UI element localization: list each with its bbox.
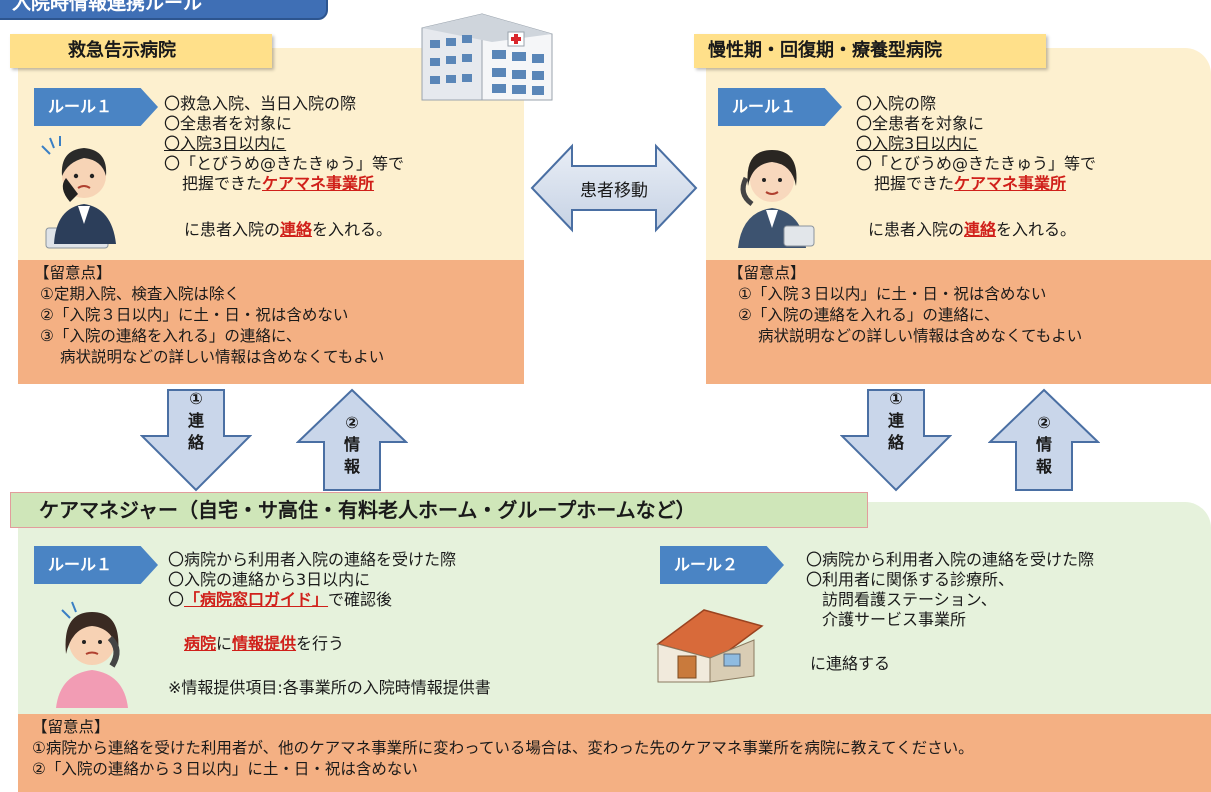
chronic-rule1-text: 〇入院の際 〇全患者を対象に 〇入院3日以内に 〇「とびうめ@きたきゅう」等で … <box>856 94 1097 239</box>
contact-down-arrow-right <box>840 389 952 492</box>
emergency-rule1-text: 〇救急入院、当日入院の際 〇全患者を対象に 〇入院3日以内に 〇「とびうめ@きた… <box>164 94 405 239</box>
chronic-rule-line: 〇全患者を対象に <box>856 114 985 133</box>
page-title-tab: 入院時情報連携ルール <box>0 0 328 20</box>
caremanager-panel <box>18 502 1211 714</box>
care-rule-line: 〇入院の連絡から3日以内に <box>168 570 371 589</box>
caremanager-notes-box: 【留意点】 ①病院から連絡を受けた利用者が、他のケアマネ事業所に変わっている場合… <box>18 714 1211 792</box>
note-header: 【留意点】 <box>32 718 110 736</box>
emergency-rule-line: 〇入院3日以内に <box>164 134 287 153</box>
care-rule-line: 〇病院から利用者入院の連絡を受けた際 <box>168 550 457 569</box>
emergency-hospital-label: 救急告示病院 <box>10 34 272 68</box>
emergency-notes-box: 【留意点】 ①定期入院、検査入院は除く ②「入院３日以内」に土・日・祝は含めない… <box>18 260 524 384</box>
care-office-highlight: ケアマネ事業所 <box>954 174 1067 193</box>
caremanager-rule1-text: 〇病院から利用者入院の連絡を受けた際 〇入院の連絡から3日以内に 〇「病院窓口ガ… <box>168 550 491 697</box>
emergency-rule-line: 〇全患者を対象に <box>164 114 293 133</box>
note-line: 病状説明などの詳しい情報は含めなくてもよい <box>758 327 1083 345</box>
hospital-building-icon <box>421 13 553 101</box>
caremanager-rule1-tag: ルール１ <box>34 546 158 584</box>
note-line: ③「入院の連絡を入れる」の連絡に、 <box>40 327 302 345</box>
care-office-highlight: ケアマネ事業所 <box>262 174 375 193</box>
note-header: 【留意点】 <box>34 264 112 282</box>
patient-transfer-label: 患者移動 <box>580 181 648 201</box>
note-line: 病状説明などの詳しい情報は含めなくてもよい <box>60 348 385 366</box>
chronic-rule-line: 〇入院の際 <box>856 94 937 113</box>
hospital-guide-highlight: 「病院窓口ガイド」 <box>184 590 329 609</box>
chronic-rule1-tag: ルール１ <box>718 88 842 126</box>
caremanager-rule2-text: 〇病院から利用者入院の連絡を受けた際 〇利用者に関係する診療所、 訪問看護ステー… <box>806 550 1094 674</box>
info-up-arrow-left <box>296 388 408 491</box>
info-up-arrow-right <box>988 388 1100 491</box>
care-rule-footnote: ※情報提供項目:各事業所の入院時情報提供書 <box>168 678 491 697</box>
care-rule2-line: 〇利用者に関係する診療所、 <box>806 570 1015 589</box>
page-title: 入院時情報連携ルール <box>12 0 203 14</box>
receptionist-on-phone-icon <box>738 150 815 248</box>
contact-highlight: 連絡 <box>964 220 997 239</box>
hospital-highlight: 病院 <box>184 634 217 653</box>
emergency-rule1-tag: ルール１ <box>34 88 158 126</box>
house-icon <box>656 609 764 683</box>
caremanager-rule2-tag: ルール２ <box>660 546 784 584</box>
staff-on-phone-icon <box>41 136 116 249</box>
patient-transfer-arrow <box>530 143 698 233</box>
emergency-rule-line: 〇救急入院、当日入院の際 <box>164 94 357 113</box>
contact-highlight: 連絡 <box>280 220 313 239</box>
note-line: ①病院から連絡を受けた利用者が、他のケアマネ事業所に変わっている場合は、変わった… <box>32 739 974 757</box>
chronic-rule-line: 〇「とびうめ@きたきゅう」等で <box>856 154 1097 173</box>
info-provision-highlight: 情報提供 <box>232 634 297 653</box>
note-line: ①定期入院、検査入院は除く <box>40 285 240 303</box>
note-line: ①「入院３日以内」に土・日・祝は含めない <box>738 285 1047 303</box>
note-line: ②「入院の連絡を入れる」の連絡に、 <box>738 306 1000 324</box>
note-line: ②「入院３日以内」に土・日・祝は含めない <box>40 306 349 324</box>
emergency-rule-line: 〇「とびうめ@きたきゅう」等で <box>164 154 405 173</box>
chronic-hospital-label: 慢性期・回復期・療養型病院 <box>694 34 1046 68</box>
care-rule2-line: 介護サービス事業所 <box>822 610 967 629</box>
note-line: ②「入院の連絡から３日以内」に土・日・祝は含めない <box>32 760 418 778</box>
note-header: 【留意点】 <box>728 264 806 282</box>
chronic-rule-line: 〇入院3日以内に <box>856 134 979 153</box>
care-rule2-last: に連絡する <box>810 654 891 673</box>
care-rule2-line: 〇病院から利用者入院の連絡を受けた際 <box>806 550 1095 569</box>
caremanager-label: ケアマネジャー（自宅・サ高住・有料老人ホーム・グループホームなど） <box>10 492 868 528</box>
contact-down-arrow-left <box>140 389 252 492</box>
caremanager-on-phone-icon <box>56 601 128 708</box>
care-rule2-line: 訪問看護ステーション、 <box>822 590 997 609</box>
chronic-notes-box: 【留意点】 ①「入院３日以内」に土・日・祝は含めない ②「入院の連絡を入れる」の… <box>706 260 1211 384</box>
